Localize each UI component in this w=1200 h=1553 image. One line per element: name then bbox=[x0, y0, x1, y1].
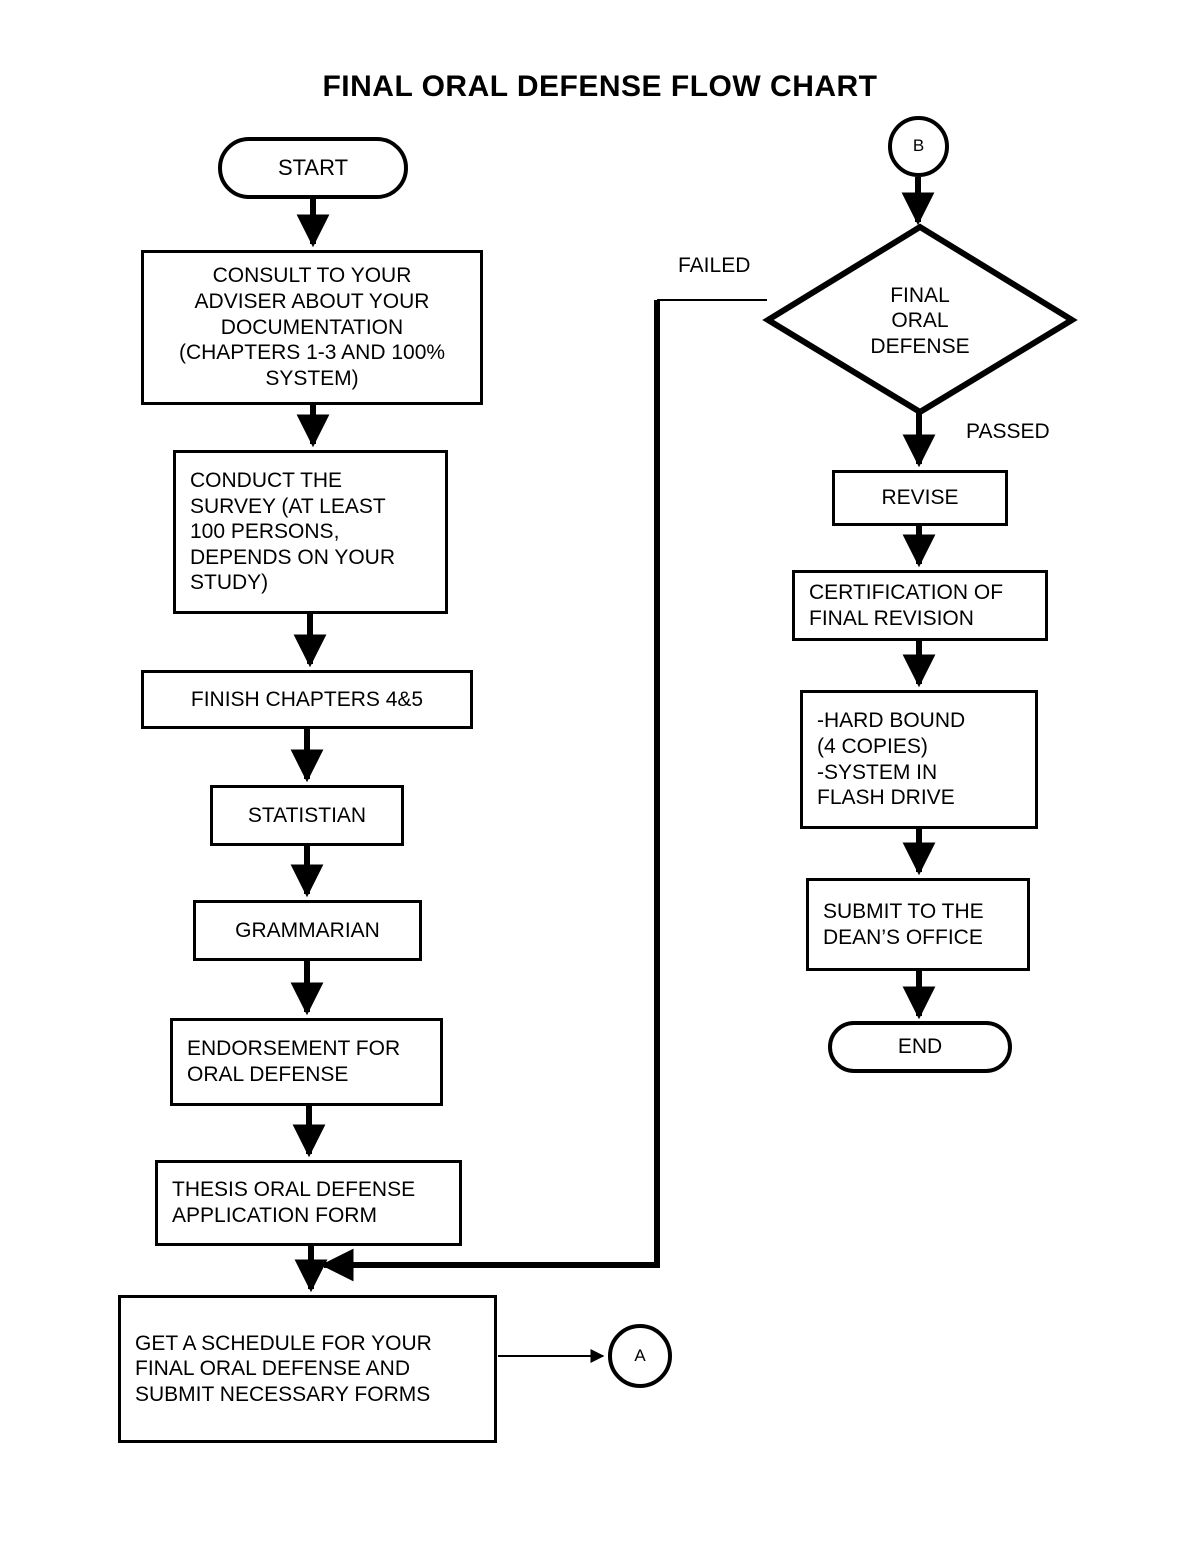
node-endorsement-line-1: ENDORSEMENT FOR bbox=[187, 1037, 401, 1061]
node-submit-dean[interactable]: SUBMIT TO THE DEAN’S OFFICE bbox=[806, 878, 1030, 971]
edge-label-failed: FAILED bbox=[678, 254, 751, 277]
node-survey-line-1: CONDUCT THE bbox=[190, 468, 343, 492]
connector-b-label: B bbox=[912, 136, 925, 156]
node-endorsement[interactable]: ENDORSEMENT FOR ORAL DEFENSE bbox=[170, 1018, 443, 1106]
node-survey-line-3: 100 PERSONS, bbox=[190, 520, 340, 544]
node-submit-line-2: DEAN’S OFFICE bbox=[823, 925, 983, 949]
node-start[interactable]: START bbox=[218, 137, 408, 199]
node-hardbound-line-2: (4 COPIES) bbox=[817, 734, 928, 758]
node-end[interactable]: END bbox=[828, 1021, 1012, 1073]
node-survey-line-5: STUDY) bbox=[190, 571, 269, 595]
node-decision-line-2: ORAL bbox=[891, 309, 949, 333]
node-statistian-label: STATISTIAN bbox=[247, 803, 367, 827]
node-schedule-line-3: SUBMIT NECESSARY FORMS bbox=[135, 1382, 431, 1406]
connector-a[interactable]: A bbox=[608, 1324, 672, 1388]
node-start-label: START bbox=[277, 154, 349, 180]
node-hardbound-line-3: -SYSTEM IN bbox=[817, 760, 938, 784]
node-revise-label: REVISE bbox=[881, 486, 959, 510]
node-grammarian[interactable]: GRAMMARIAN bbox=[193, 900, 422, 961]
page-title: FINAL ORAL DEFENSE FLOW CHART bbox=[322, 70, 878, 103]
node-statistian[interactable]: STATISTIAN bbox=[210, 785, 404, 846]
node-certification[interactable]: CERTIFICATION OF FINAL REVISION bbox=[792, 570, 1048, 641]
node-submit-line-1: SUBMIT TO THE bbox=[823, 899, 984, 923]
node-consult-line-3: DOCUMENTATION bbox=[220, 315, 404, 339]
node-final-oral-defense-decision[interactable]: FINAL ORAL DEFENSE bbox=[838, 278, 1002, 364]
node-endorsement-line-2: ORAL DEFENSE bbox=[187, 1063, 349, 1086]
node-chapters-label: FINISH CHAPTERS 4&5 bbox=[190, 687, 424, 711]
node-hard-bound[interactable]: -HARD BOUND (4 COPIES) -SYSTEM IN FLASH … bbox=[800, 690, 1038, 829]
node-finish-chapters[interactable]: FINISH CHAPTERS 4&5 bbox=[141, 670, 473, 729]
node-hardbound-line-1: -HARD BOUND bbox=[817, 709, 966, 733]
node-application-line-1: THESIS ORAL DEFENSE bbox=[172, 1178, 416, 1202]
node-end-label: END bbox=[897, 1035, 943, 1059]
node-application-form[interactable]: THESIS ORAL DEFENSE APPLICATION FORM bbox=[155, 1160, 462, 1246]
node-grammarian-label: GRAMMARIAN bbox=[235, 918, 380, 942]
node-consult-line-1: CONSULT TO YOUR bbox=[212, 264, 412, 288]
node-certification-line-1: CERTIFICATION OF bbox=[809, 580, 1004, 604]
node-get-schedule[interactable]: GET A SCHEDULE FOR YOUR FINAL ORAL DEFEN… bbox=[118, 1295, 497, 1443]
node-decision-line-3: DEFENSE bbox=[870, 334, 970, 358]
node-conduct-survey[interactable]: CONDUCT THE SURVEY (AT LEAST 100 PERSONS… bbox=[173, 450, 448, 614]
edge-decision-failed-loop bbox=[320, 300, 660, 1282]
connector-b[interactable]: B bbox=[888, 116, 949, 177]
node-survey-line-4: DEPENDS ON YOUR bbox=[190, 545, 395, 569]
edge-label-passed: PASSED bbox=[966, 420, 1050, 443]
node-consult-line-2: ADVISER ABOUT YOUR bbox=[194, 290, 430, 314]
decision-diamond-shape bbox=[762, 223, 1078, 416]
node-decision-line-1: FINAL bbox=[890, 283, 950, 307]
node-application-line-2: APPLICATION FORM bbox=[172, 1204, 377, 1227]
node-certification-line-2: FINAL REVISION bbox=[809, 606, 974, 630]
node-hardbound-line-4: FLASH DRIVE bbox=[817, 786, 955, 810]
node-survey-line-2: SURVEY (AT LEAST bbox=[190, 494, 386, 518]
node-schedule-line-1: GET A SCHEDULE FOR YOUR bbox=[135, 1331, 432, 1355]
node-consult-line-5: SYSTEM) bbox=[265, 366, 359, 390]
node-consult-adviser[interactable]: CONSULT TO YOUR ADVISER ABOUT YOUR DOCUM… bbox=[141, 250, 483, 405]
node-revise[interactable]: REVISE bbox=[832, 470, 1008, 526]
connector-a-label: A bbox=[634, 1345, 646, 1365]
node-consult-line-4: (CHAPTERS 1-3 AND 100% bbox=[178, 341, 446, 365]
node-schedule-line-2: FINAL ORAL DEFENSE AND bbox=[135, 1357, 411, 1381]
